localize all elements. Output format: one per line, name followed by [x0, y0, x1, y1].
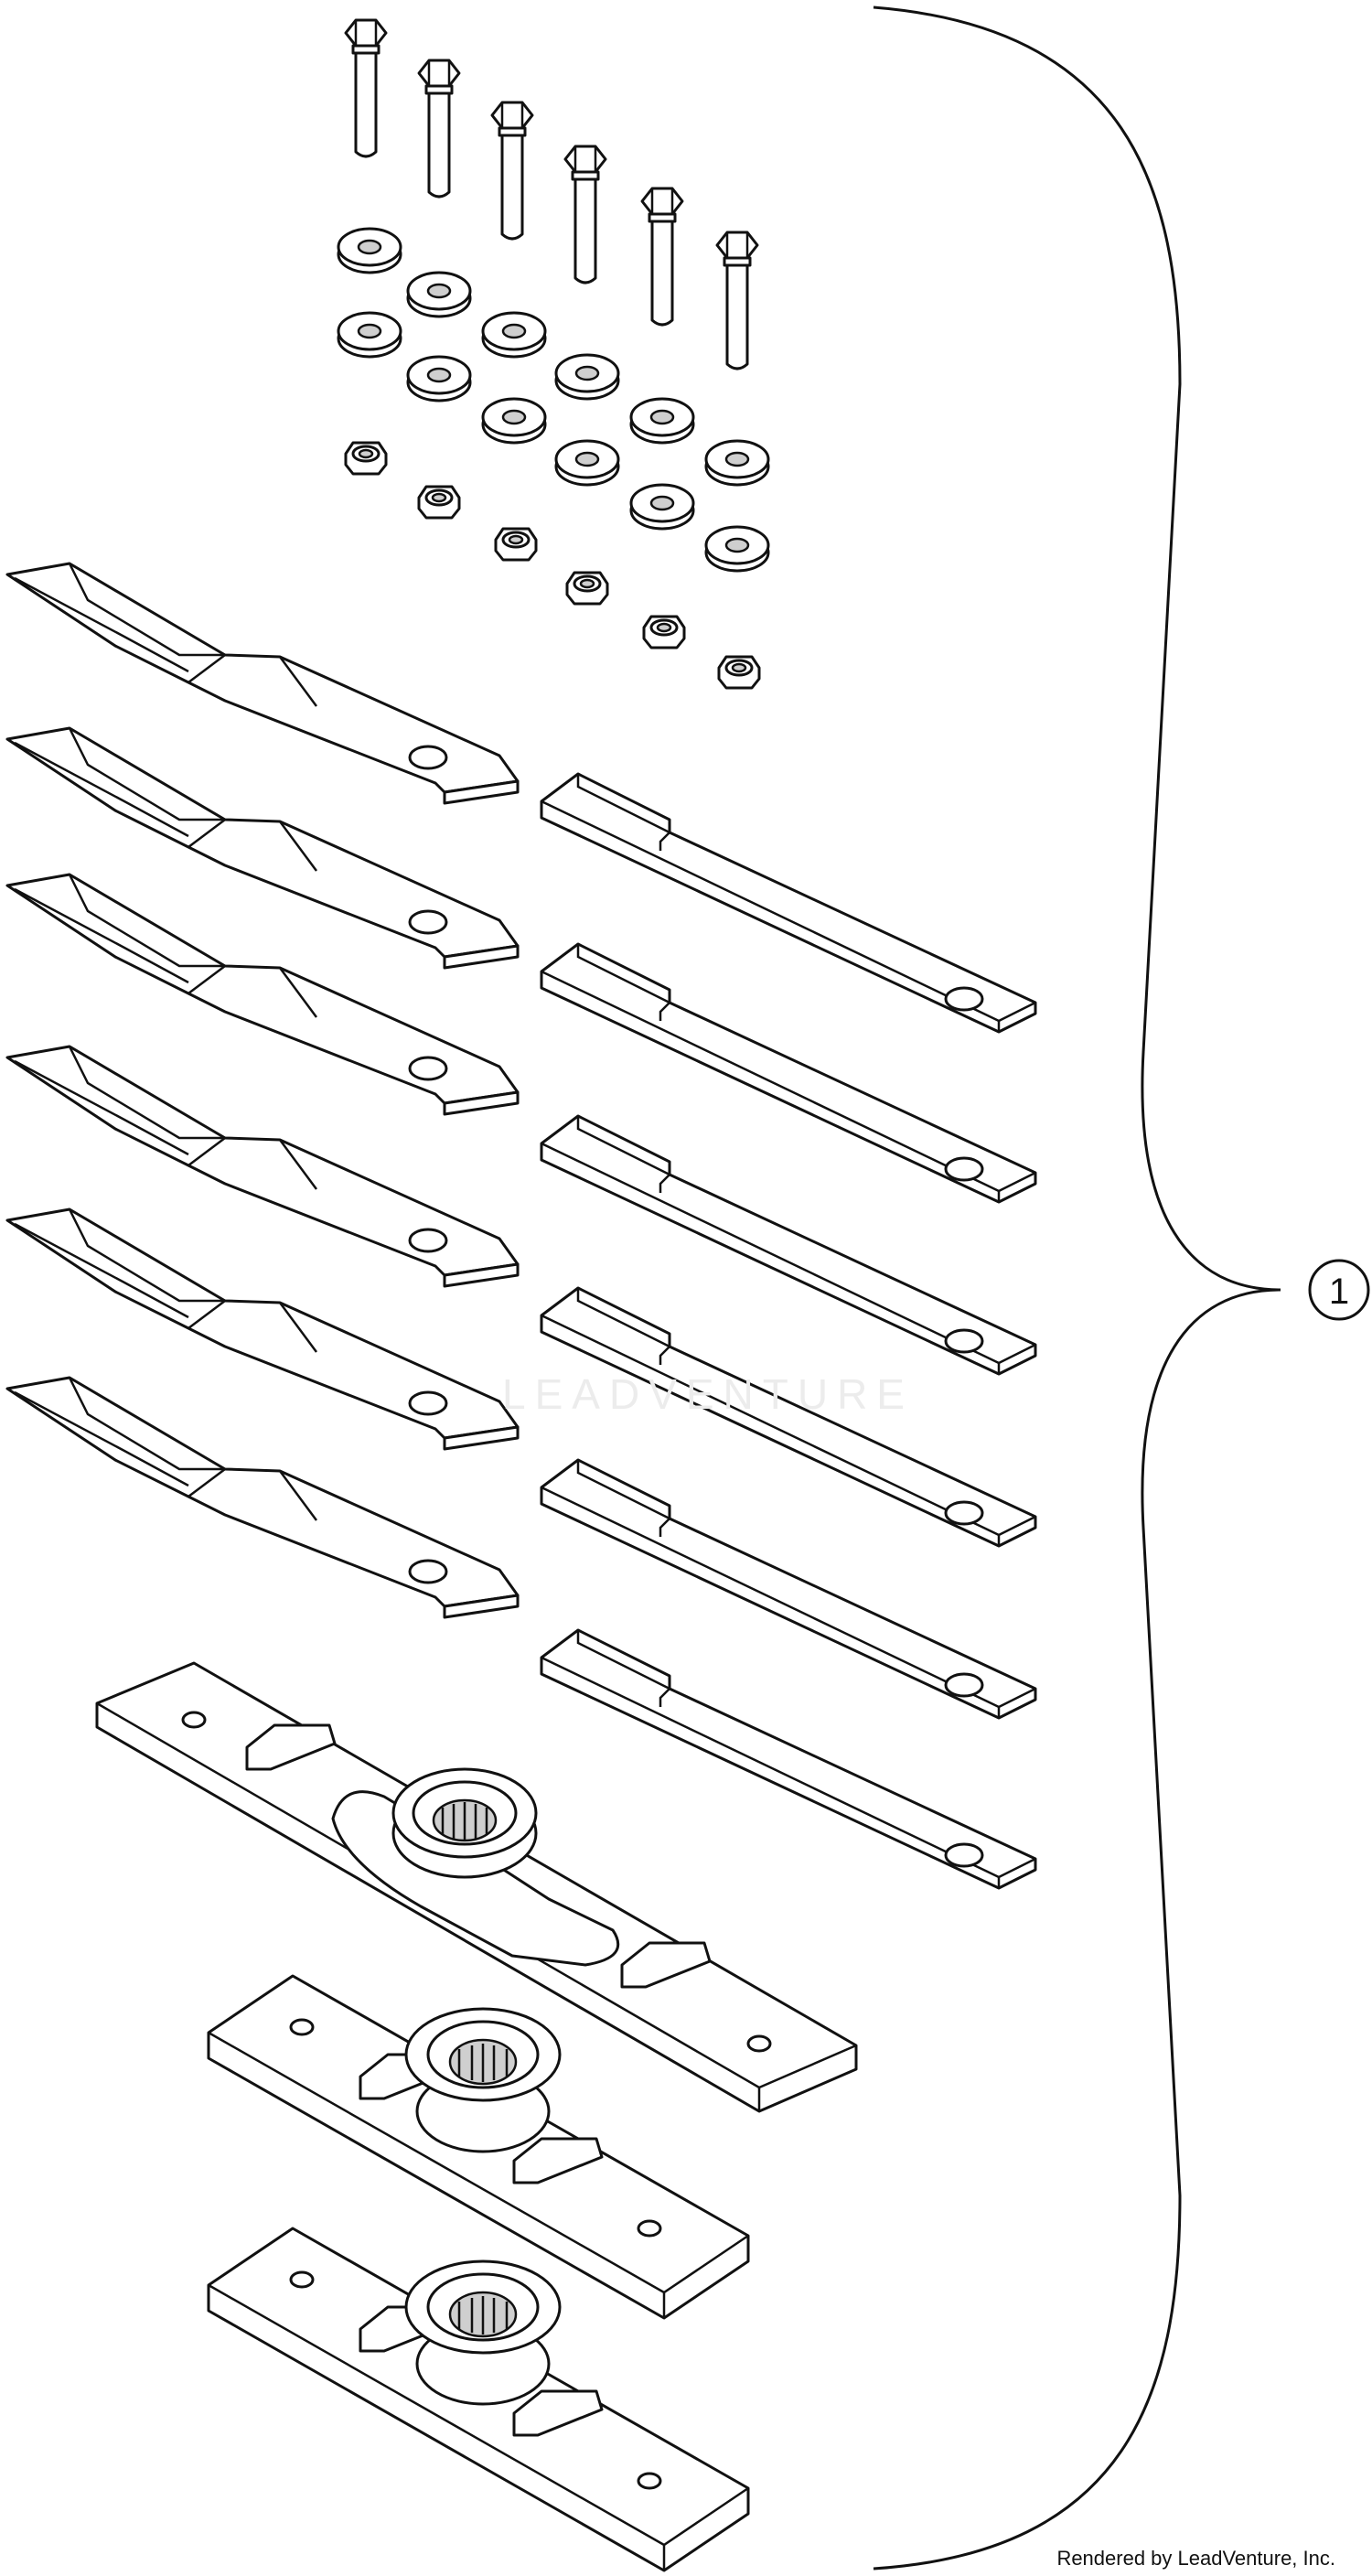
group-brace: [873, 5, 1281, 2571]
blade-hub-medium: [207, 1974, 750, 2320]
nut: [344, 441, 388, 476]
blade-hub-small: [207, 2227, 750, 2572]
washer: [629, 483, 695, 531]
washer: [481, 397, 547, 445]
bolt-4: [563, 145, 607, 284]
washer: [337, 311, 402, 359]
nut: [717, 655, 761, 690]
washer: [406, 355, 472, 402]
nut: [565, 571, 609, 606]
left-blade-stack: [5, 562, 520, 1619]
washer: [629, 397, 695, 445]
callout-1: 1: [1308, 1259, 1370, 1321]
nut-set: [344, 441, 761, 690]
washer: [704, 439, 770, 487]
nut: [494, 527, 538, 562]
nut: [417, 485, 461, 520]
nut: [642, 615, 686, 649]
bolt-6: [715, 231, 759, 370]
washer: [406, 271, 472, 318]
washer-set: [337, 227, 770, 573]
callout-number: 1: [1329, 1272, 1349, 1312]
render-credit: Rendered by LeadVenture, Inc.: [1056, 2547, 1335, 2570]
washer: [554, 353, 620, 401]
washer: [704, 525, 770, 573]
bolt-1: [344, 18, 388, 158]
bolt-2: [417, 59, 461, 199]
watermark-text: LEADVENTURE: [502, 1370, 914, 1418]
washer: [481, 311, 547, 359]
washer: [337, 227, 402, 274]
washer: [554, 439, 620, 487]
bolt-5: [640, 187, 684, 327]
bolt-3: [490, 101, 534, 241]
bolt-set: [344, 18, 759, 370]
right-blade-stack: [540, 772, 1037, 1890]
blade-hub-large: [95, 1661, 858, 2113]
